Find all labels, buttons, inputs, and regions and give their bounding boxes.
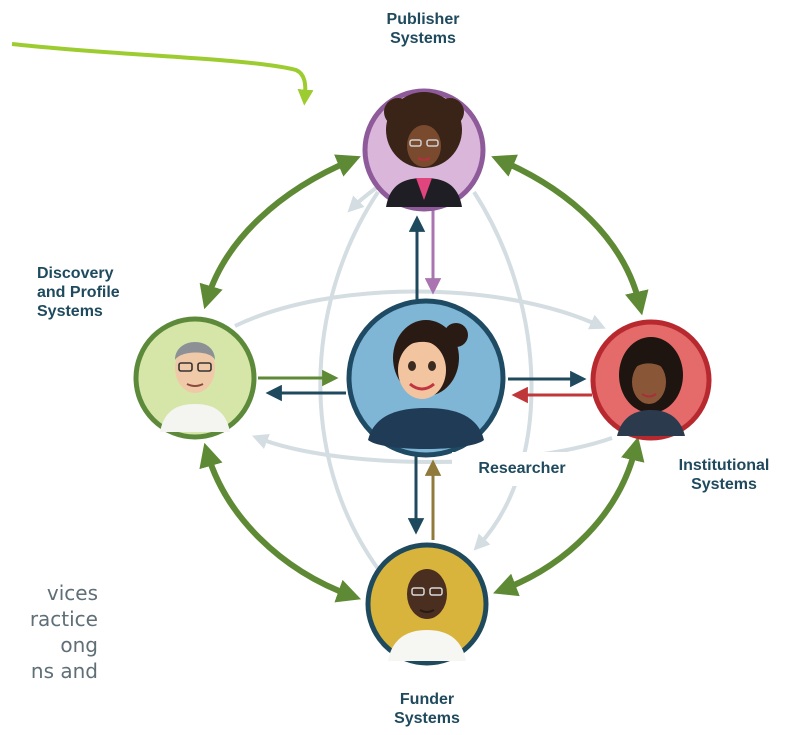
funder-label-line2: Systems <box>394 710 460 727</box>
side-text-line: ractice <box>29 607 98 631</box>
woman-curly-hair-avatar <box>384 92 464 207</box>
discovery-label-line3: Systems <box>37 303 103 320</box>
publisher-systems-label: Publisher Systems <box>360 10 486 48</box>
institutional-label-line1: Institutional <box>678 457 770 474</box>
institutional-systems-label: Institutional Systems <box>664 456 784 494</box>
arrow-discovery-funder <box>199 442 362 603</box>
side-text-line: ong <box>60 633 98 657</box>
discovery-systems-label: Discovery and Profile Systems <box>37 264 177 321</box>
discovery-label-line1: Discovery <box>37 265 114 282</box>
publisher-node[interactable] <box>362 88 486 212</box>
publisher-label-line1: Publisher <box>386 11 460 28</box>
man-bald-avatar <box>388 569 466 661</box>
outer-exchange-arrows <box>199 154 649 603</box>
researcher-node[interactable] <box>346 298 506 458</box>
funder-label-line1: Funder <box>399 691 455 708</box>
side-text-line: vices <box>46 581 98 605</box>
pointer-arrow <box>11 42 314 106</box>
discovery-label-line2: and Profile <box>37 284 120 301</box>
woman-wavy-hair-avatar <box>617 337 685 436</box>
side-text-line: ns and <box>30 659 98 683</box>
arrow-publisher-discovery <box>199 154 361 310</box>
institutional-node[interactable] <box>590 319 712 441</box>
clipped-side-text: vices ractice ong ns and <box>0 580 120 735</box>
researcher-label: Researcher <box>452 452 592 486</box>
institutional-label-line2: Systems <box>691 476 757 493</box>
funder-systems-label: Funder Systems <box>372 690 482 728</box>
researcher-arrows <box>258 210 592 540</box>
funder-node[interactable] <box>365 542 489 666</box>
arrow-publisher-institutional <box>491 154 649 316</box>
arrow-institutional-funder <box>493 436 645 597</box>
woman-dark-hair-avatar <box>368 320 484 449</box>
discovery-node[interactable] <box>133 316 257 440</box>
publisher-label-line2: Systems <box>390 30 456 47</box>
man-gray-hair-avatar <box>160 342 230 432</box>
